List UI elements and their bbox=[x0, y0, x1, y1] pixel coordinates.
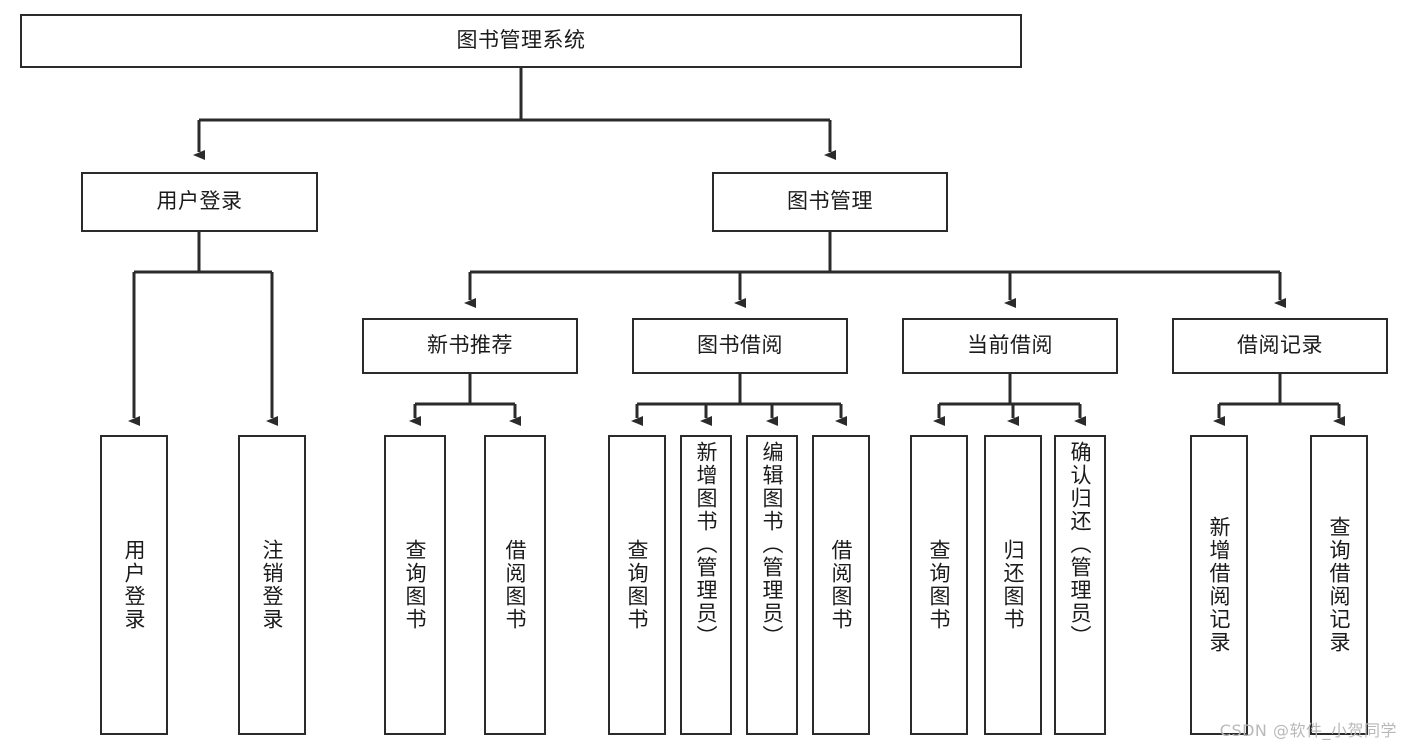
node-leaf-query-book-current[interactable]: 查询图书 bbox=[910, 435, 968, 735]
node-leaf-add-book[interactable]: 新增图书（管理员） bbox=[680, 435, 732, 735]
node-borrow-record-label: 借阅记录 bbox=[1237, 333, 1323, 358]
csdn-watermark: CSDN @软件_小贺同学 bbox=[1219, 721, 1397, 740]
node-leaf-return-book-label: 归还图书 bbox=[1001, 539, 1026, 631]
node-book-manage-label: 图书管理 bbox=[787, 189, 873, 214]
node-leaf-add-borrow-record-label: 新增借阅记录 bbox=[1207, 516, 1232, 654]
node-leaf-confirm-return[interactable]: 确认归还（管理员） bbox=[1054, 435, 1106, 735]
node-leaf-query-borrow-record-label: 查询借阅记录 bbox=[1327, 516, 1352, 654]
node-book-manage[interactable]: 图书管理 bbox=[712, 172, 948, 232]
node-leaf-edit-book[interactable]: 编辑图书（管理员） bbox=[746, 435, 798, 735]
node-book-borrow-label: 图书借阅 bbox=[697, 333, 783, 358]
node-user-login[interactable]: 用户登录 bbox=[81, 172, 318, 232]
node-leaf-user-login-label: 用户登录 bbox=[122, 539, 147, 631]
node-borrow-record[interactable]: 借阅记录 bbox=[1172, 318, 1388, 374]
node-leaf-confirm-return-label: 确认归还（管理员） bbox=[1068, 441, 1093, 648]
node-leaf-borrow-book-label: 借阅图书 bbox=[829, 539, 854, 631]
node-leaf-borrow-book-recommend-label: 借阅图书 bbox=[503, 539, 528, 631]
node-leaf-edit-book-label: 编辑图书（管理员） bbox=[760, 441, 785, 648]
node-leaf-query-book-recommend-label: 查询图书 bbox=[403, 539, 428, 631]
node-new-book-recommend[interactable]: 新书推荐 bbox=[362, 318, 578, 374]
node-current-borrow[interactable]: 当前借阅 bbox=[902, 318, 1118, 374]
node-leaf-query-book-borrow-label: 查询图书 bbox=[625, 539, 650, 631]
node-leaf-query-borrow-record[interactable]: 查询借阅记录 bbox=[1310, 435, 1368, 735]
node-leaf-query-book-recommend[interactable]: 查询图书 bbox=[384, 435, 446, 735]
node-new-book-recommend-label: 新书推荐 bbox=[427, 333, 513, 358]
node-leaf-user-login[interactable]: 用户登录 bbox=[100, 435, 168, 735]
node-book-borrow[interactable]: 图书借阅 bbox=[632, 318, 848, 374]
node-current-borrow-label: 当前借阅 bbox=[967, 333, 1053, 358]
node-leaf-query-book-borrow[interactable]: 查询图书 bbox=[608, 435, 666, 735]
node-leaf-add-borrow-record[interactable]: 新增借阅记录 bbox=[1190, 435, 1248, 735]
node-leaf-query-book-current-label: 查询图书 bbox=[927, 539, 952, 631]
node-leaf-logout[interactable]: 注销登录 bbox=[238, 435, 306, 735]
node-leaf-borrow-book-recommend[interactable]: 借阅图书 bbox=[484, 435, 546, 735]
node-user-login-label: 用户登录 bbox=[156, 189, 243, 214]
node-leaf-borrow-book[interactable]: 借阅图书 bbox=[812, 435, 870, 735]
node-root-label: 图书管理系统 bbox=[456, 28, 586, 53]
node-leaf-return-book[interactable]: 归还图书 bbox=[984, 435, 1042, 735]
node-leaf-logout-label: 注销登录 bbox=[260, 539, 285, 631]
node-leaf-add-book-label: 新增图书（管理员） bbox=[694, 441, 719, 648]
node-root[interactable]: 图书管理系统 bbox=[20, 14, 1022, 68]
